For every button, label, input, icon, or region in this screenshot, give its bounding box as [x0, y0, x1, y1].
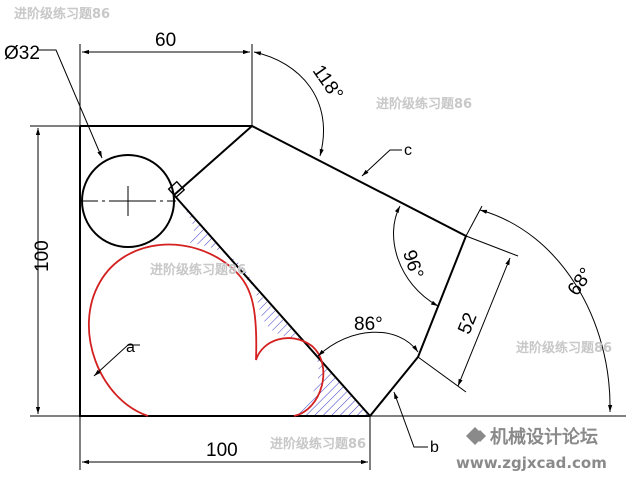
leader-d32	[38, 49, 103, 159]
arc-68-group	[370, 205, 626, 417]
dim-line-100-left	[30, 125, 80, 417]
dim-line-100-bottom	[79, 416, 371, 470]
watermark-2: 进阶级练习题86	[376, 96, 472, 112]
logo-icon	[466, 427, 486, 445]
leader-b	[393, 391, 428, 448]
angle-96: 96°	[398, 248, 427, 282]
watermark-1: 进阶级练习题86	[14, 6, 110, 22]
dim-100-bottom: 100	[206, 440, 238, 461]
dim-60: 60	[155, 30, 176, 51]
leader-a	[93, 344, 140, 377]
arc-86	[317, 331, 419, 357]
logo-title: 机械设计论坛	[490, 426, 598, 448]
circle-d32	[80, 154, 176, 248]
dim-d32: Ø32	[4, 43, 40, 64]
label-c: c	[404, 142, 412, 159]
dim-52: 52	[454, 310, 481, 337]
heart-curve-a	[87, 243, 325, 417]
arc-118	[253, 51, 325, 157]
forum-logo: 机械设计论坛 www.zgjxcad.com	[456, 426, 607, 472]
watermark-5: 进阶级练习题86	[270, 436, 366, 452]
watermark-4: 进阶级练习题86	[516, 340, 612, 356]
leader-c	[361, 149, 402, 177]
label-b: b	[430, 439, 439, 456]
angle-118: 118°	[308, 61, 347, 104]
watermark-3: 进阶级练习题86	[150, 262, 246, 278]
dim-100-left: 100	[32, 240, 53, 272]
arc-96	[393, 205, 439, 307]
dim-line-60	[79, 44, 253, 126]
label-a: a	[126, 339, 135, 356]
angle-86: 86°	[354, 314, 383, 335]
angle-68: 68°	[564, 264, 598, 300]
logo-url: www.zgjxcad.com	[456, 454, 607, 472]
